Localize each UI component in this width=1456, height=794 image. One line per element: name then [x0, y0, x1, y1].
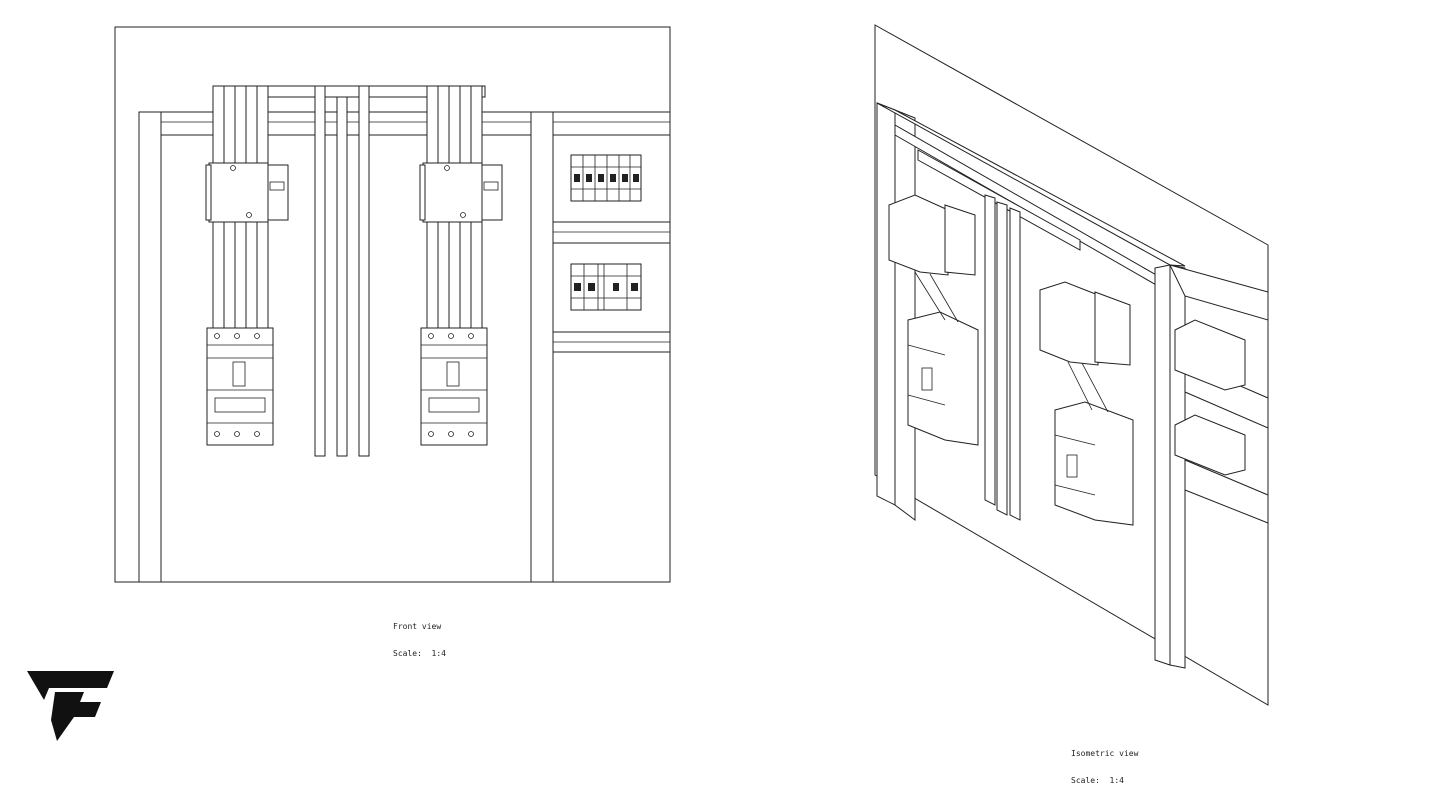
- cable-lower: [448, 221, 461, 329]
- vertical-bar: [358, 85, 370, 457]
- breaker-toggle: [232, 361, 246, 387]
- breaker-toggle: [446, 361, 460, 387]
- front-view-caption: Front view Scale: 1:4: [393, 604, 446, 667]
- mcb-group-top: [1174, 319, 1246, 391]
- middle-post: [530, 111, 554, 583]
- cable-lower: [256, 221, 269, 329]
- cable-upper: [470, 85, 483, 164]
- auxiliary-contact: [267, 164, 289, 221]
- cable-upper: [448, 85, 461, 164]
- horizontal-busbar: [917, 149, 1081, 251]
- breaker-right: [1054, 401, 1134, 526]
- cable-lower: [426, 221, 439, 329]
- front-view-drawing: [114, 26, 671, 583]
- contactor-right: [1039, 281, 1099, 366]
- feeder-unit-left: [205, 85, 289, 446]
- front-view-title: Front view: [393, 622, 442, 631]
- isometric-view-caption: Isometric view Scale: 1:4: [1071, 731, 1138, 794]
- cable-upper: [437, 85, 450, 164]
- isometric-view-title: Isometric view: [1071, 749, 1139, 758]
- cable-lower: [223, 221, 236, 329]
- din-rail-2: [552, 221, 671, 244]
- mcb-group-bottom: [570, 263, 642, 311]
- circuit-breaker: [420, 327, 488, 446]
- cable-lower: [245, 221, 258, 329]
- cable-lower: [437, 221, 450, 329]
- isometric-view-scale: Scale: 1:4: [1071, 776, 1124, 785]
- cable-upper: [426, 85, 439, 164]
- din-rail-1: [552, 111, 671, 136]
- circuit-breaker: [206, 327, 274, 446]
- mcb-group-top: [570, 154, 642, 202]
- breaker-left: [907, 311, 979, 446]
- mcb-group-bottom: [1174, 414, 1246, 476]
- cable-upper: [223, 85, 236, 164]
- cable-lower: [234, 221, 247, 329]
- contactor: [208, 162, 269, 223]
- contactor: [422, 162, 483, 223]
- vertical-bar: [314, 85, 326, 457]
- feeder-unit-right: [419, 85, 503, 446]
- auxiliary-contact: [481, 164, 503, 221]
- drawing-sheet: [114, 24, 1269, 706]
- cable-lower: [459, 221, 472, 329]
- contactor-left: [888, 194, 949, 276]
- front-view-scale: Scale: 1:4: [393, 649, 446, 658]
- isometric-view-drawing: [874, 24, 1269, 706]
- brand-logo-icon: [27, 671, 114, 741]
- cable-lower: [470, 221, 483, 329]
- cable-upper: [212, 85, 225, 164]
- cable-upper: [459, 85, 472, 164]
- vertical-bar: [336, 96, 348, 457]
- din-rail-3: [1184, 459, 1269, 524]
- left-post: [138, 111, 162, 583]
- left-post: [876, 102, 896, 506]
- cable-upper: [234, 85, 247, 164]
- cable-upper: [256, 85, 269, 164]
- cable-upper: [245, 85, 258, 164]
- middle-post: [1154, 264, 1171, 666]
- cable-lower: [212, 221, 225, 329]
